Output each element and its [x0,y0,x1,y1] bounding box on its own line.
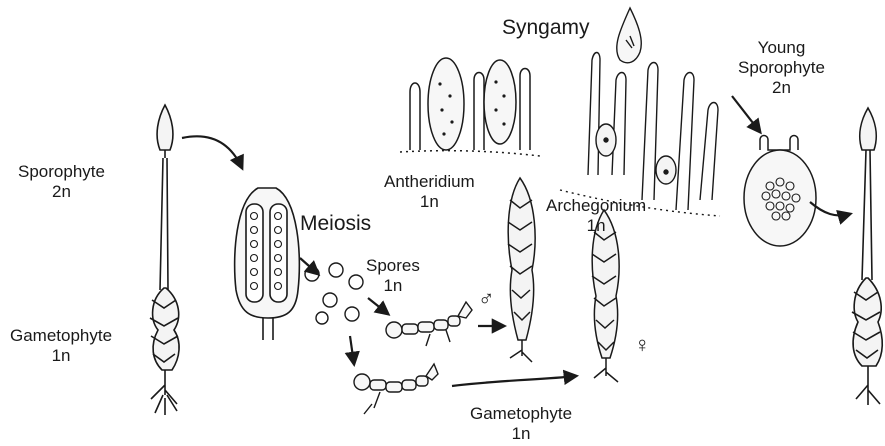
gametophyte-left-label: Gametophyte 1n [10,326,112,366]
spores-label: Spores 1n [366,256,420,296]
left-sporophyte-plant [150,105,179,415]
young-sporophyte-ploidy: 2n [738,78,825,98]
sporophyte-ploidy: 2n [18,182,105,202]
sporophyte-label: Sporophyte 2n [18,162,105,202]
spores-cluster [305,263,363,324]
gametophyte-left-ploidy: 1n [10,346,112,366]
antheridium-label: Antheridium 1n [384,172,475,212]
gametophyte-bottom-label: Gametophyte 1n [470,404,572,444]
antheridium-ploidy: 1n [384,192,475,212]
gametophyte-left-name: Gametophyte [10,326,112,346]
female-symbol-icon: ♀ [634,334,651,356]
syngamy-text: Syngamy [502,18,590,38]
protonema-upper [386,302,472,346]
young-sporophyte-embryo [744,136,816,247]
sporophyte-name: Sporophyte [18,162,105,182]
archegonium-ploidy: 1n [546,216,646,236]
antheridium-name: Antheridium [384,172,475,192]
antheridia [400,58,540,156]
spores-name: Spores [366,256,420,276]
young-sporophyte-line2: Sporophyte [738,58,825,78]
young-sporophyte-line1: Young [738,38,825,58]
archegonium-label: Archegonium 1n [546,196,646,236]
archegonia [560,8,720,216]
protonema-lower [354,364,438,414]
meiosis-text: Meiosis [300,214,371,234]
right-sporophyte-plant [852,108,882,405]
young-sporophyte-label: Young Sporophyte 2n [738,38,825,98]
meiosis-label: Meiosis [300,214,371,234]
spores-ploidy: 1n [366,276,420,296]
gametophyte-bottom-name: Gametophyte [470,404,572,424]
gametophyte-bottom-ploidy: 1n [470,424,572,444]
male-gametophyte-shoot [508,178,535,362]
male-symbol-icon: ♂ [478,288,495,310]
capsule-section [235,188,300,340]
syngamy-label: Syngamy [502,18,590,38]
archegonium-name: Archegonium [546,196,646,216]
